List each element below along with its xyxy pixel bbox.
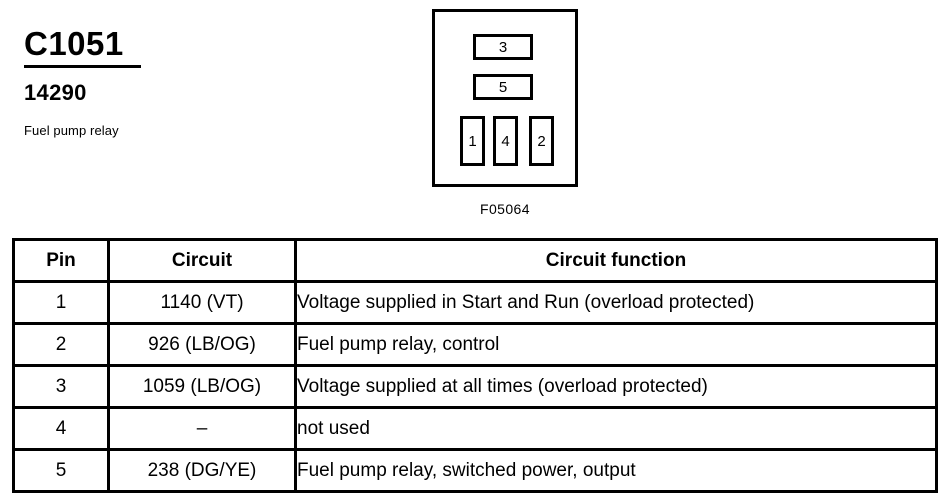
cell-circuit-function: Fuel pump relay, switched power, output xyxy=(294,448,938,493)
component-name: Fuel pump relay xyxy=(24,123,119,138)
column-header-circuit: Circuit xyxy=(107,238,297,283)
cell-circuit-function: not used xyxy=(294,406,938,451)
connector-slot-4: 4 xyxy=(493,116,518,166)
cell-pin: 3 xyxy=(12,364,110,409)
connector-slot-1: 1 xyxy=(460,116,485,166)
table-header: Pin Circuit Circuit function xyxy=(12,238,938,283)
diagram-reference-code: F05064 xyxy=(480,201,530,217)
cell-circuit-function: Voltage supplied at all times (overload … xyxy=(294,364,938,409)
cell-circuit: 1059 (LB/OG) xyxy=(107,364,297,409)
connector-face-diagram: 3 5 1 4 2 xyxy=(432,9,578,187)
connector-id-underline xyxy=(24,65,141,68)
cell-circuit: 926 (LB/OG) xyxy=(107,322,297,367)
cell-circuit: 238 (DG/YE) xyxy=(107,448,297,493)
cell-circuit-function: Voltage supplied in Start and Run (overl… xyxy=(294,280,938,325)
cell-pin: 5 xyxy=(12,448,110,493)
cell-pin: 1 xyxy=(12,280,110,325)
connector-slot-2: 2 xyxy=(529,116,554,166)
table-row: 4–not used xyxy=(12,406,938,451)
connector-header: C1051 14290 Fuel pump relay xyxy=(24,26,284,139)
column-header-pin: Pin xyxy=(12,238,110,283)
cell-circuit: 1140 (VT) xyxy=(107,280,297,325)
connector-slot-5: 5 xyxy=(473,74,533,100)
connector-id: C1051 xyxy=(24,25,124,62)
connector-slot-3: 3 xyxy=(473,34,533,60)
table-header-row: Pin Circuit Circuit function xyxy=(12,238,938,283)
cell-circuit-function: Fuel pump relay, control xyxy=(294,322,938,367)
cell-circuit: – xyxy=(107,406,297,451)
cell-pin: 4 xyxy=(12,406,110,451)
column-header-circuit-function: Circuit function xyxy=(294,238,938,283)
cell-pin: 2 xyxy=(12,322,110,367)
part-number: 14290 xyxy=(24,80,87,105)
